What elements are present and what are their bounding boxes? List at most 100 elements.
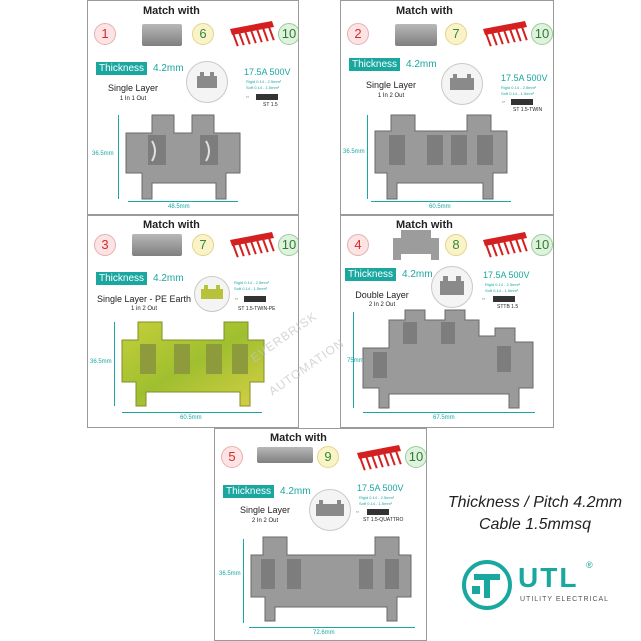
jumper-bar-image: [230, 232, 275, 258]
thickness-spec: Thickness 4.2mm: [345, 268, 433, 281]
jumper-bar-image: [357, 445, 402, 471]
panel-number-badge: 1: [94, 23, 116, 45]
height-dimension: 36.5mm: [219, 571, 241, 577]
rigid-spec: Rigid 0.14 - 2.5mm²: [234, 280, 270, 285]
io-config: 1 In 1 Out: [119, 96, 147, 102]
match-with-label: Match with: [143, 219, 200, 231]
width-dimension-line: [249, 627, 415, 628]
brand-logo-small: [367, 509, 389, 515]
soft-spec: Soft 0.14 - 1.5mm²: [485, 288, 519, 293]
soft-spec: Soft 0.14 - 1.5mm²: [234, 286, 268, 291]
tagline-pitch: Thickness / Pitch 4.2mm: [447, 494, 623, 511]
io-config: 1 in 2 Out: [130, 306, 157, 312]
part-number: ST 1.5-TWIN: [513, 107, 543, 113]
rigid-spec: Rigid 0.14 - 2.5mm²: [359, 495, 395, 500]
cover-number-badge: 9: [317, 446, 339, 468]
thickness-spec: Thickness 4.2mm: [223, 485, 311, 498]
part-number: STTB 1.5: [497, 304, 519, 310]
soft-spec: Soft 0.14 - 1.5mm²: [501, 91, 535, 96]
height-dimension-line: [114, 322, 115, 406]
thickness-label: Thickness: [96, 272, 148, 285]
thickness-label: Thickness: [96, 62, 148, 75]
jumper-number-badge: 10: [278, 234, 298, 256]
width-dimension: 67.5mm: [433, 415, 455, 421]
rigid-spec: Rigid 0.14 - 2.5mm²: [501, 85, 537, 90]
layer-type: Single Layer: [365, 80, 417, 90]
swap-arrow-icon: ⇔: [355, 509, 360, 515]
panel-number-badge: 4: [347, 234, 369, 256]
part-number: ST 1.5-TWIN-PE: [238, 306, 276, 312]
cover-number-badge: 8: [445, 234, 467, 256]
swap-arrow-icon: ⇔: [481, 296, 486, 302]
terminal-block-image: [250, 536, 412, 622]
thickness-value: 4.2mm: [402, 269, 433, 280]
io-config: 1 In 2 Out: [377, 93, 405, 99]
terminal-thumbnail: [309, 489, 351, 531]
width-dimension-line: [371, 201, 511, 202]
end-cover-image: [132, 234, 182, 256]
utl-emblem-icon: [462, 560, 512, 610]
height-dimension-line: [243, 539, 244, 623]
rigid-spec: Rigid 0.14 - 2.5mm²: [485, 282, 521, 287]
brand-logo-small: [511, 99, 533, 105]
rigid-spec: Rigid 0.14 - 2.5mm²: [246, 79, 282, 84]
io-config: 2 In 2 Out: [251, 518, 279, 524]
height-dimension: 36.5mm: [92, 151, 114, 157]
height-dimension-line: [367, 115, 368, 199]
brand-logo-small: [493, 296, 515, 302]
width-dimension-line: [363, 412, 535, 413]
part-number: ST 1.5: [263, 102, 278, 108]
registered-mark: ®: [586, 560, 593, 570]
end-cover-image: [393, 230, 439, 260]
terminal-thumbnail: [186, 61, 228, 103]
end-cover-image: [257, 447, 313, 463]
layer-type: Double Layer: [355, 290, 409, 300]
io-config: 2 In 2 Out: [368, 302, 396, 308]
cover-number-badge: 7: [192, 234, 214, 256]
panel-number-badge: 5: [221, 446, 243, 468]
terminal-thumbnail: [194, 276, 230, 312]
jumper-bar-image: [483, 232, 528, 258]
terminal-thumbnail: [431, 266, 473, 308]
layer-type: Single Layer: [107, 83, 159, 93]
match-with-label: Match with: [396, 219, 453, 231]
width-dimension: 60.5mm: [429, 204, 451, 210]
soft-spec: Soft 0.14 - 1.5mm²: [359, 501, 393, 506]
height-dimension-line: [353, 312, 354, 408]
thickness-value: 4.2mm: [406, 59, 437, 70]
thickness-value: 4.2mm: [153, 63, 184, 74]
brand-name: UTL: [518, 562, 579, 593]
terminal-thumbnail: [441, 63, 483, 105]
layer-type: Single Layer - PE Earth: [96, 294, 192, 304]
width-dimension-line: [122, 412, 262, 413]
terminal-block-image: [121, 321, 265, 407]
terminal-block-image: [125, 114, 241, 200]
thickness-spec: Thickness 4.2mm: [349, 58, 437, 71]
end-cover-image: [142, 24, 182, 46]
width-dimension: 48.5mm: [168, 204, 190, 210]
rating-text: 17.5A 500V: [483, 270, 530, 280]
height-dimension: 36.5mm: [343, 149, 365, 155]
thickness-label: Thickness: [349, 58, 401, 71]
height-dimension-line: [118, 115, 119, 199]
height-dimension: 36.5mm: [90, 359, 112, 365]
width-dimension: 60.5mm: [180, 415, 202, 421]
panel-number-badge: 2: [347, 23, 369, 45]
match-with-label: Match with: [396, 5, 453, 17]
tagline-cable: Cable 1.5mmsq: [478, 516, 592, 533]
end-cover-image: [395, 24, 437, 46]
brand-logo-small: [244, 296, 266, 302]
thickness-label: Thickness: [345, 268, 397, 281]
swap-arrow-icon: ⇔: [234, 296, 239, 302]
height-dimension: 75mm: [347, 358, 364, 364]
thickness-label: Thickness: [223, 485, 275, 498]
thickness-value: 4.2mm: [280, 486, 311, 497]
part-number: ST 1.5-QUATTRO: [363, 517, 404, 523]
thickness-spec: Thickness 4.2mm: [96, 62, 184, 75]
